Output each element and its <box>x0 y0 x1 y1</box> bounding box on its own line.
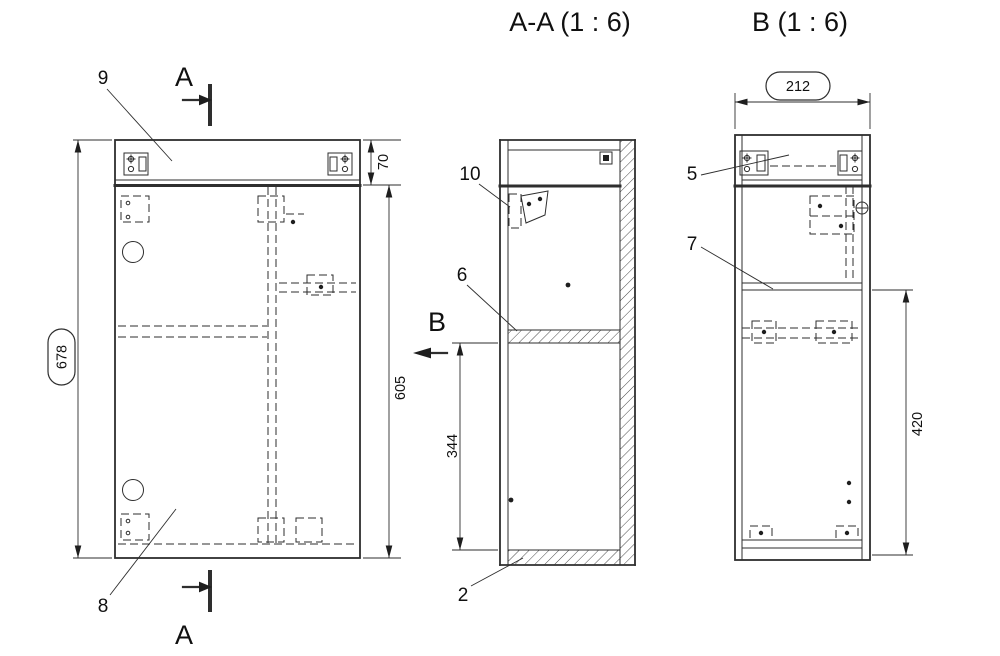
hanger-bracket <box>508 190 549 229</box>
callout-10-label: 10 <box>459 164 480 185</box>
view-arrow-b <box>413 347 431 359</box>
shelf-pin-dot <box>565 282 571 288</box>
door-fitting-dot <box>508 497 514 503</box>
front-top-hinge-right <box>327 152 353 176</box>
leader-line-2 <box>470 557 524 587</box>
dim-605-text: 605 <box>393 376 409 400</box>
side-top-hinge-left <box>739 150 769 176</box>
leader-line-10 <box>478 183 511 208</box>
leader-line-8 <box>109 508 177 596</box>
side-shelf-edges <box>741 282 863 344</box>
dim-lower-opening: 344 <box>445 342 498 551</box>
back-wall-hatch <box>619 139 636 566</box>
front-hinge-plate-bottom <box>120 479 150 541</box>
side-outline <box>733 134 872 561</box>
section-outline <box>498 139 636 566</box>
side-bracket-hidden <box>809 186 855 281</box>
front-hidden-edges <box>118 187 356 545</box>
dim-420-text: 420 <box>910 412 926 436</box>
dim-door-height: 605 <box>363 185 409 559</box>
dim-top-panel: 70 <box>363 139 401 186</box>
dim-total-height: 678 <box>47 139 112 559</box>
view-marker-b: B <box>413 307 449 359</box>
front-top-hinge-left <box>123 152 149 176</box>
callout-8-label: 8 <box>98 596 109 617</box>
section-marker-a-bottom-label: A <box>175 620 193 650</box>
section-marker-a-top: A <box>175 62 212 126</box>
dim-678-balloon <box>47 328 76 386</box>
callout-6-label: 6 <box>457 265 468 286</box>
dim-212-text: 212 <box>786 79 810 95</box>
front-view-outline <box>113 139 362 559</box>
view-marker-b-label: B <box>428 307 446 337</box>
dim-678-text: 678 <box>55 345 71 369</box>
front-hinge-plate-top <box>120 195 150 263</box>
leader-line-9 <box>106 88 173 162</box>
dim-344-text: 344 <box>445 434 461 458</box>
dim-depth: 212 <box>734 71 871 129</box>
section-arrow-top <box>199 94 212 106</box>
front-view: 678 70 605 9 8 A A <box>47 62 409 650</box>
callout-7-label: 7 <box>687 234 698 255</box>
section-arrow-bottom <box>199 581 212 593</box>
side-top-hinge-right <box>770 150 863 176</box>
shelf-section-hatch <box>507 329 621 344</box>
leader-line-5 <box>700 154 790 176</box>
side-lower-fittings <box>741 480 863 549</box>
callout-2-label: 2 <box>458 585 469 606</box>
section-marker-a-top-label: A <box>175 62 193 92</box>
section-marker-a-bottom: A <box>175 570 212 650</box>
dim-lower-height: 420 <box>872 289 926 556</box>
dim-70-text: 70 <box>376 154 392 170</box>
view-b-title: B (1 : 6) <box>752 7 848 37</box>
dim-212-balloon <box>765 71 831 101</box>
side-view-b: 212 5 7 420 <box>687 71 926 561</box>
section-aa-title: A-A (1 : 6) <box>509 7 631 37</box>
bottom-panel-section <box>507 549 621 566</box>
section-view-aa: 10 6 2 B 344 <box>413 139 636 606</box>
front-center-fittings <box>257 195 324 543</box>
leader-line-7 <box>700 246 774 290</box>
side-screw-symbol <box>855 201 869 215</box>
callout-9-label: 9 <box>98 68 109 89</box>
callout-5-label: 5 <box>687 164 698 185</box>
leader-line-6 <box>466 284 518 332</box>
